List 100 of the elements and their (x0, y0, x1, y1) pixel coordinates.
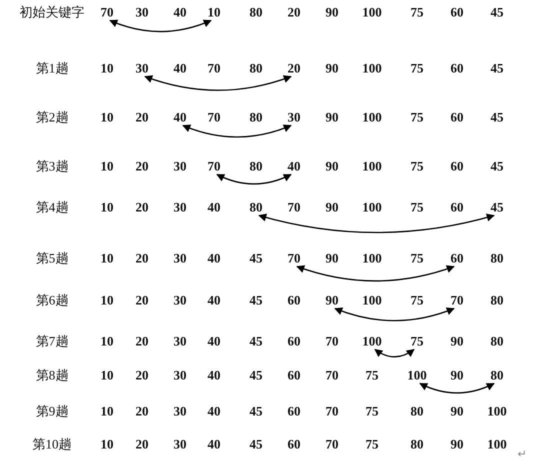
row-label: 第7趟 (36, 334, 68, 348)
key-value: 45 (250, 294, 262, 306)
key-value: 70 (450, 294, 464, 306)
key-value: 45 (250, 252, 262, 264)
key-value: 20 (136, 438, 148, 450)
key-value: 40 (208, 200, 220, 214)
swap-arrow (144, 75, 292, 91)
key-value: 80 (250, 6, 262, 18)
key-value: 100 (362, 160, 382, 172)
key-value: 100 (362, 62, 382, 74)
key-value: 80 (490, 252, 504, 264)
key-value: 90 (326, 294, 338, 306)
key-value: 45 (250, 368, 262, 382)
row-label: 第1趟 (36, 62, 68, 74)
row-label: 第3趟 (36, 160, 68, 172)
key-value: 80 (250, 62, 262, 74)
key-value: 75 (410, 110, 424, 124)
key-value: 30 (174, 252, 186, 264)
key-value: 30 (174, 368, 186, 382)
key-value: 20 (136, 404, 148, 418)
key-value: 20 (136, 200, 148, 214)
key-value: 40 (174, 6, 186, 18)
key-value: 60 (450, 200, 464, 214)
key-value: 30 (174, 334, 186, 348)
row-label: 第9趟 (36, 404, 68, 418)
row-label: 第8趟 (36, 368, 68, 382)
key-value: 30 (136, 62, 148, 74)
key-value: 100 (362, 252, 382, 264)
key-value: 75 (410, 294, 424, 306)
key-value: 90 (326, 160, 338, 172)
key-value: 10 (100, 62, 114, 74)
row-label: 第4趟 (36, 200, 68, 214)
key-value: 10 (100, 200, 114, 214)
key-value: 100 (362, 334, 382, 348)
key-value: 45 (490, 62, 504, 74)
key-value: 20 (136, 334, 148, 348)
key-value: 30 (136, 6, 148, 18)
key-value: 100 (362, 110, 382, 124)
key-value: 40 (288, 160, 300, 172)
key-value: 40 (208, 294, 220, 306)
swap-arrow (109, 19, 212, 32)
key-value: 40 (208, 404, 220, 418)
key-value: 75 (366, 438, 378, 450)
key-value: 70 (208, 110, 220, 124)
key-value: 45 (490, 200, 504, 214)
key-value: 75 (410, 200, 424, 214)
key-value: 75 (410, 334, 424, 348)
key-value: 60 (288, 368, 300, 382)
key-value: 45 (250, 438, 262, 450)
key-value: 70 (326, 368, 338, 382)
row-label: 初始关键字 (20, 6, 84, 18)
row-label: 第10趟 (32, 438, 72, 450)
key-value: 10 (208, 6, 220, 18)
key-value: 90 (326, 110, 338, 124)
key-value: 20 (288, 62, 300, 74)
key-value: 70 (208, 62, 220, 74)
key-value: 60 (450, 62, 464, 74)
key-value: 60 (288, 404, 300, 418)
key-value: 75 (410, 160, 424, 172)
key-value: 70 (288, 200, 300, 214)
key-value: 20 (136, 160, 148, 172)
key-value: 30 (174, 438, 186, 450)
key-value: 75 (366, 368, 378, 382)
key-value: 80 (410, 404, 424, 418)
key-value: 80 (250, 110, 262, 124)
key-value: 10 (100, 110, 114, 124)
key-value: 45 (250, 404, 262, 418)
swap-arrow (182, 124, 292, 138)
key-value: 75 (410, 6, 424, 18)
key-value: 80 (250, 200, 262, 214)
key-value: 100 (487, 404, 507, 418)
key-value: 80 (490, 294, 504, 306)
key-value: 10 (100, 368, 114, 382)
key-value: 45 (490, 160, 504, 172)
key-value: 70 (208, 160, 220, 172)
key-value: 60 (450, 252, 464, 264)
key-value: 45 (490, 110, 504, 124)
key-value: 20 (136, 368, 148, 382)
paragraph-mark: ↵ (518, 450, 526, 460)
key-value: 60 (450, 110, 464, 124)
key-value: 80 (490, 334, 504, 348)
key-value: 100 (407, 368, 427, 382)
key-value: 60 (450, 6, 464, 18)
row-label: 第6趟 (36, 294, 68, 306)
key-value: 30 (174, 200, 186, 214)
key-value: 70 (326, 404, 338, 418)
swap-arrow (216, 174, 292, 185)
key-value: 40 (208, 368, 220, 382)
key-value: 90 (450, 368, 464, 382)
key-value: 40 (208, 334, 220, 348)
swap-arrow (374, 348, 415, 358)
key-value: 90 (326, 200, 338, 214)
key-value: 60 (288, 334, 300, 348)
swap-arrow (296, 265, 455, 282)
key-value: 60 (288, 438, 300, 450)
key-value: 70 (100, 6, 114, 18)
key-value: 40 (174, 62, 186, 74)
key-value: 80 (250, 160, 262, 172)
swap-arrow (258, 213, 495, 234)
key-value: 100 (362, 294, 382, 306)
